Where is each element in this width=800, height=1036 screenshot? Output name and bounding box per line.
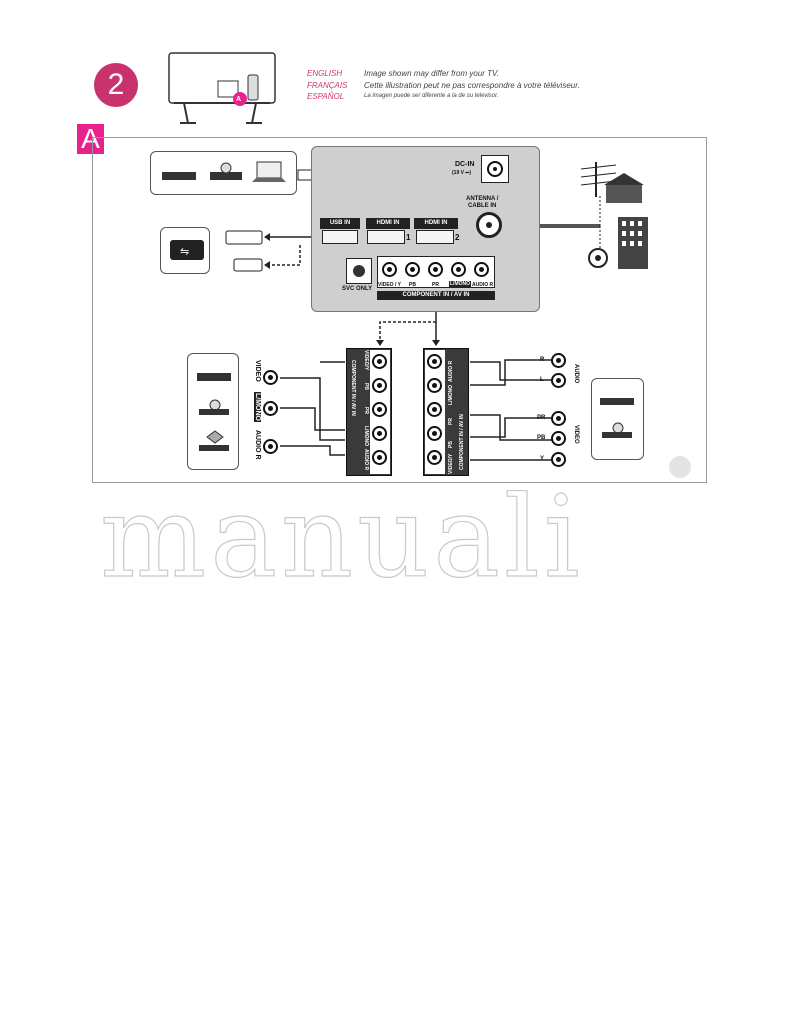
note-espanol: La imagen puede ser diferente a la de su…	[364, 93, 499, 99]
right-strip-jack-audio-r[interactable]	[427, 354, 442, 369]
left-strip-component-label: COMPONENT IN / AV IN	[350, 360, 356, 416]
jack-label-l-mono: L/MONO	[449, 281, 471, 287]
left-audio-r-label: AUDIO R	[254, 430, 261, 460]
lang-francais: FRANÇAIS	[307, 81, 348, 90]
cable-in-label: CABLE IN	[468, 203, 497, 209]
dc-volt-label: (19 V ⎓)	[452, 170, 471, 176]
left-strip-label-pr: PR	[363, 407, 369, 414]
left-strip-label-audio-r: AUDIO R	[363, 449, 369, 471]
svg-text:⇋: ⇋	[180, 245, 189, 258]
svc-only-label: SVC ONLY	[342, 286, 373, 292]
right-devices-icons	[600, 398, 634, 438]
left-strip-jack-pb[interactable]	[372, 378, 387, 393]
watermark-dot	[669, 456, 691, 478]
note-english: Image shown may differ from your TV.	[364, 69, 500, 78]
right-l-label: L	[540, 377, 544, 383]
component-av-label: COMPONENT IN / AV IN	[377, 291, 495, 300]
usb-icon: ⇋	[170, 240, 204, 260]
right-strip-jack-pr[interactable]	[427, 402, 442, 417]
right-audio-r-jack[interactable]	[551, 353, 566, 368]
diagram-frame	[92, 137, 707, 483]
right-strip-label-audio-r: AUDIO R	[448, 360, 454, 382]
pr-jack[interactable]	[428, 262, 443, 277]
watermark: manuali	[100, 490, 584, 590]
hdmi1-number: 1	[406, 233, 411, 242]
left-devices-icons	[197, 373, 231, 451]
left-strip-label-pb: PB	[363, 383, 369, 390]
right-strip-jack-lmono[interactable]	[427, 378, 442, 393]
antenna-icon	[580, 162, 648, 269]
jack-label-audio-r: AUDIO R	[472, 282, 494, 288]
right-strip-jack-video-y[interactable]	[427, 450, 442, 465]
right-strip-label-pr: PR	[448, 418, 454, 425]
svc-port[interactable]	[346, 258, 372, 284]
right-audio-l-jack[interactable]	[551, 373, 566, 388]
note-francais: Cette illustration peut ne pas correspon…	[364, 81, 580, 90]
right-pr-label: PR	[537, 415, 546, 421]
right-strip-component-label: COMPONENT IN / AV IN	[459, 414, 465, 470]
left-lmono-label: L/MONO	[254, 392, 261, 422]
left-video-jack[interactable]	[263, 370, 278, 385]
left-strip-jack-pr[interactable]	[372, 402, 387, 417]
lang-espanol: ESPAÑOL	[307, 92, 345, 101]
lang-english: ENGLISH	[307, 69, 343, 78]
pb-jack[interactable]	[405, 262, 420, 277]
callout-label: A	[236, 96, 242, 103]
left-strip-label-lmono: L/MONO	[363, 426, 369, 446]
usb-in-port[interactable]	[322, 230, 358, 244]
left-strip-label-video-y: VIDEO/Y	[363, 350, 369, 371]
step-number-badge: 2	[94, 63, 138, 107]
usb-plug-icons	[225, 230, 263, 272]
dc-in-port[interactable]	[481, 155, 509, 183]
right-strip-label-video-y: VIDEO/Y	[448, 453, 454, 474]
right-strip-label-pb: PB	[448, 441, 454, 448]
video-y-jack[interactable]	[382, 262, 397, 277]
tv-back-illustration	[168, 52, 276, 124]
hdmi1-port[interactable]	[367, 230, 405, 244]
jack-label-pr: PR	[432, 282, 439, 288]
usb-in-label: USB IN	[320, 218, 360, 229]
right-r-label: R	[540, 357, 545, 363]
left-strip-jack-video-y[interactable]	[372, 354, 387, 369]
right-strip-label-lmono: L/MONO	[448, 385, 454, 405]
jack-label-pb: PB	[409, 282, 416, 288]
antenna-port[interactable]	[476, 212, 502, 238]
right-devices-box	[591, 378, 644, 460]
left-lmono-jack[interactable]	[263, 401, 278, 416]
right-y-jack[interactable]	[551, 452, 566, 467]
jack-label-video-y: VIDEO / Y	[378, 282, 401, 288]
right-pb-jack[interactable]	[551, 431, 566, 446]
hdmi2-label: HDMI IN	[414, 218, 458, 229]
right-pr-jack[interactable]	[551, 411, 566, 426]
right-y-label: Y	[540, 456, 545, 462]
hdmi2-port[interactable]	[416, 230, 454, 244]
right-audio-label: AUDIO	[573, 364, 579, 384]
right-strip-jack-pb[interactable]	[427, 426, 442, 441]
antenna-label: ANTENNA /	[466, 196, 499, 202]
hdmi1-label: HDMI IN	[366, 218, 410, 229]
hdmi-devices-icons	[162, 161, 286, 182]
left-video-label: VIDEO	[254, 360, 261, 382]
l-mono-jack[interactable]	[451, 262, 466, 277]
right-video-label: VIDEO	[573, 425, 579, 444]
section-a-badge: A	[77, 124, 104, 154]
left-strip-jack-audio-r[interactable]	[372, 450, 387, 465]
watermark-text: manuali	[100, 490, 584, 590]
audio-r-jack[interactable]	[474, 262, 489, 277]
dc-in-label: DC-IN	[455, 161, 475, 168]
left-strip-jack-lmono[interactable]	[372, 426, 387, 441]
hdmi2-number: 2	[455, 233, 460, 242]
left-audio-r-jack[interactable]	[263, 439, 278, 454]
right-pb-label: PB	[537, 435, 546, 441]
